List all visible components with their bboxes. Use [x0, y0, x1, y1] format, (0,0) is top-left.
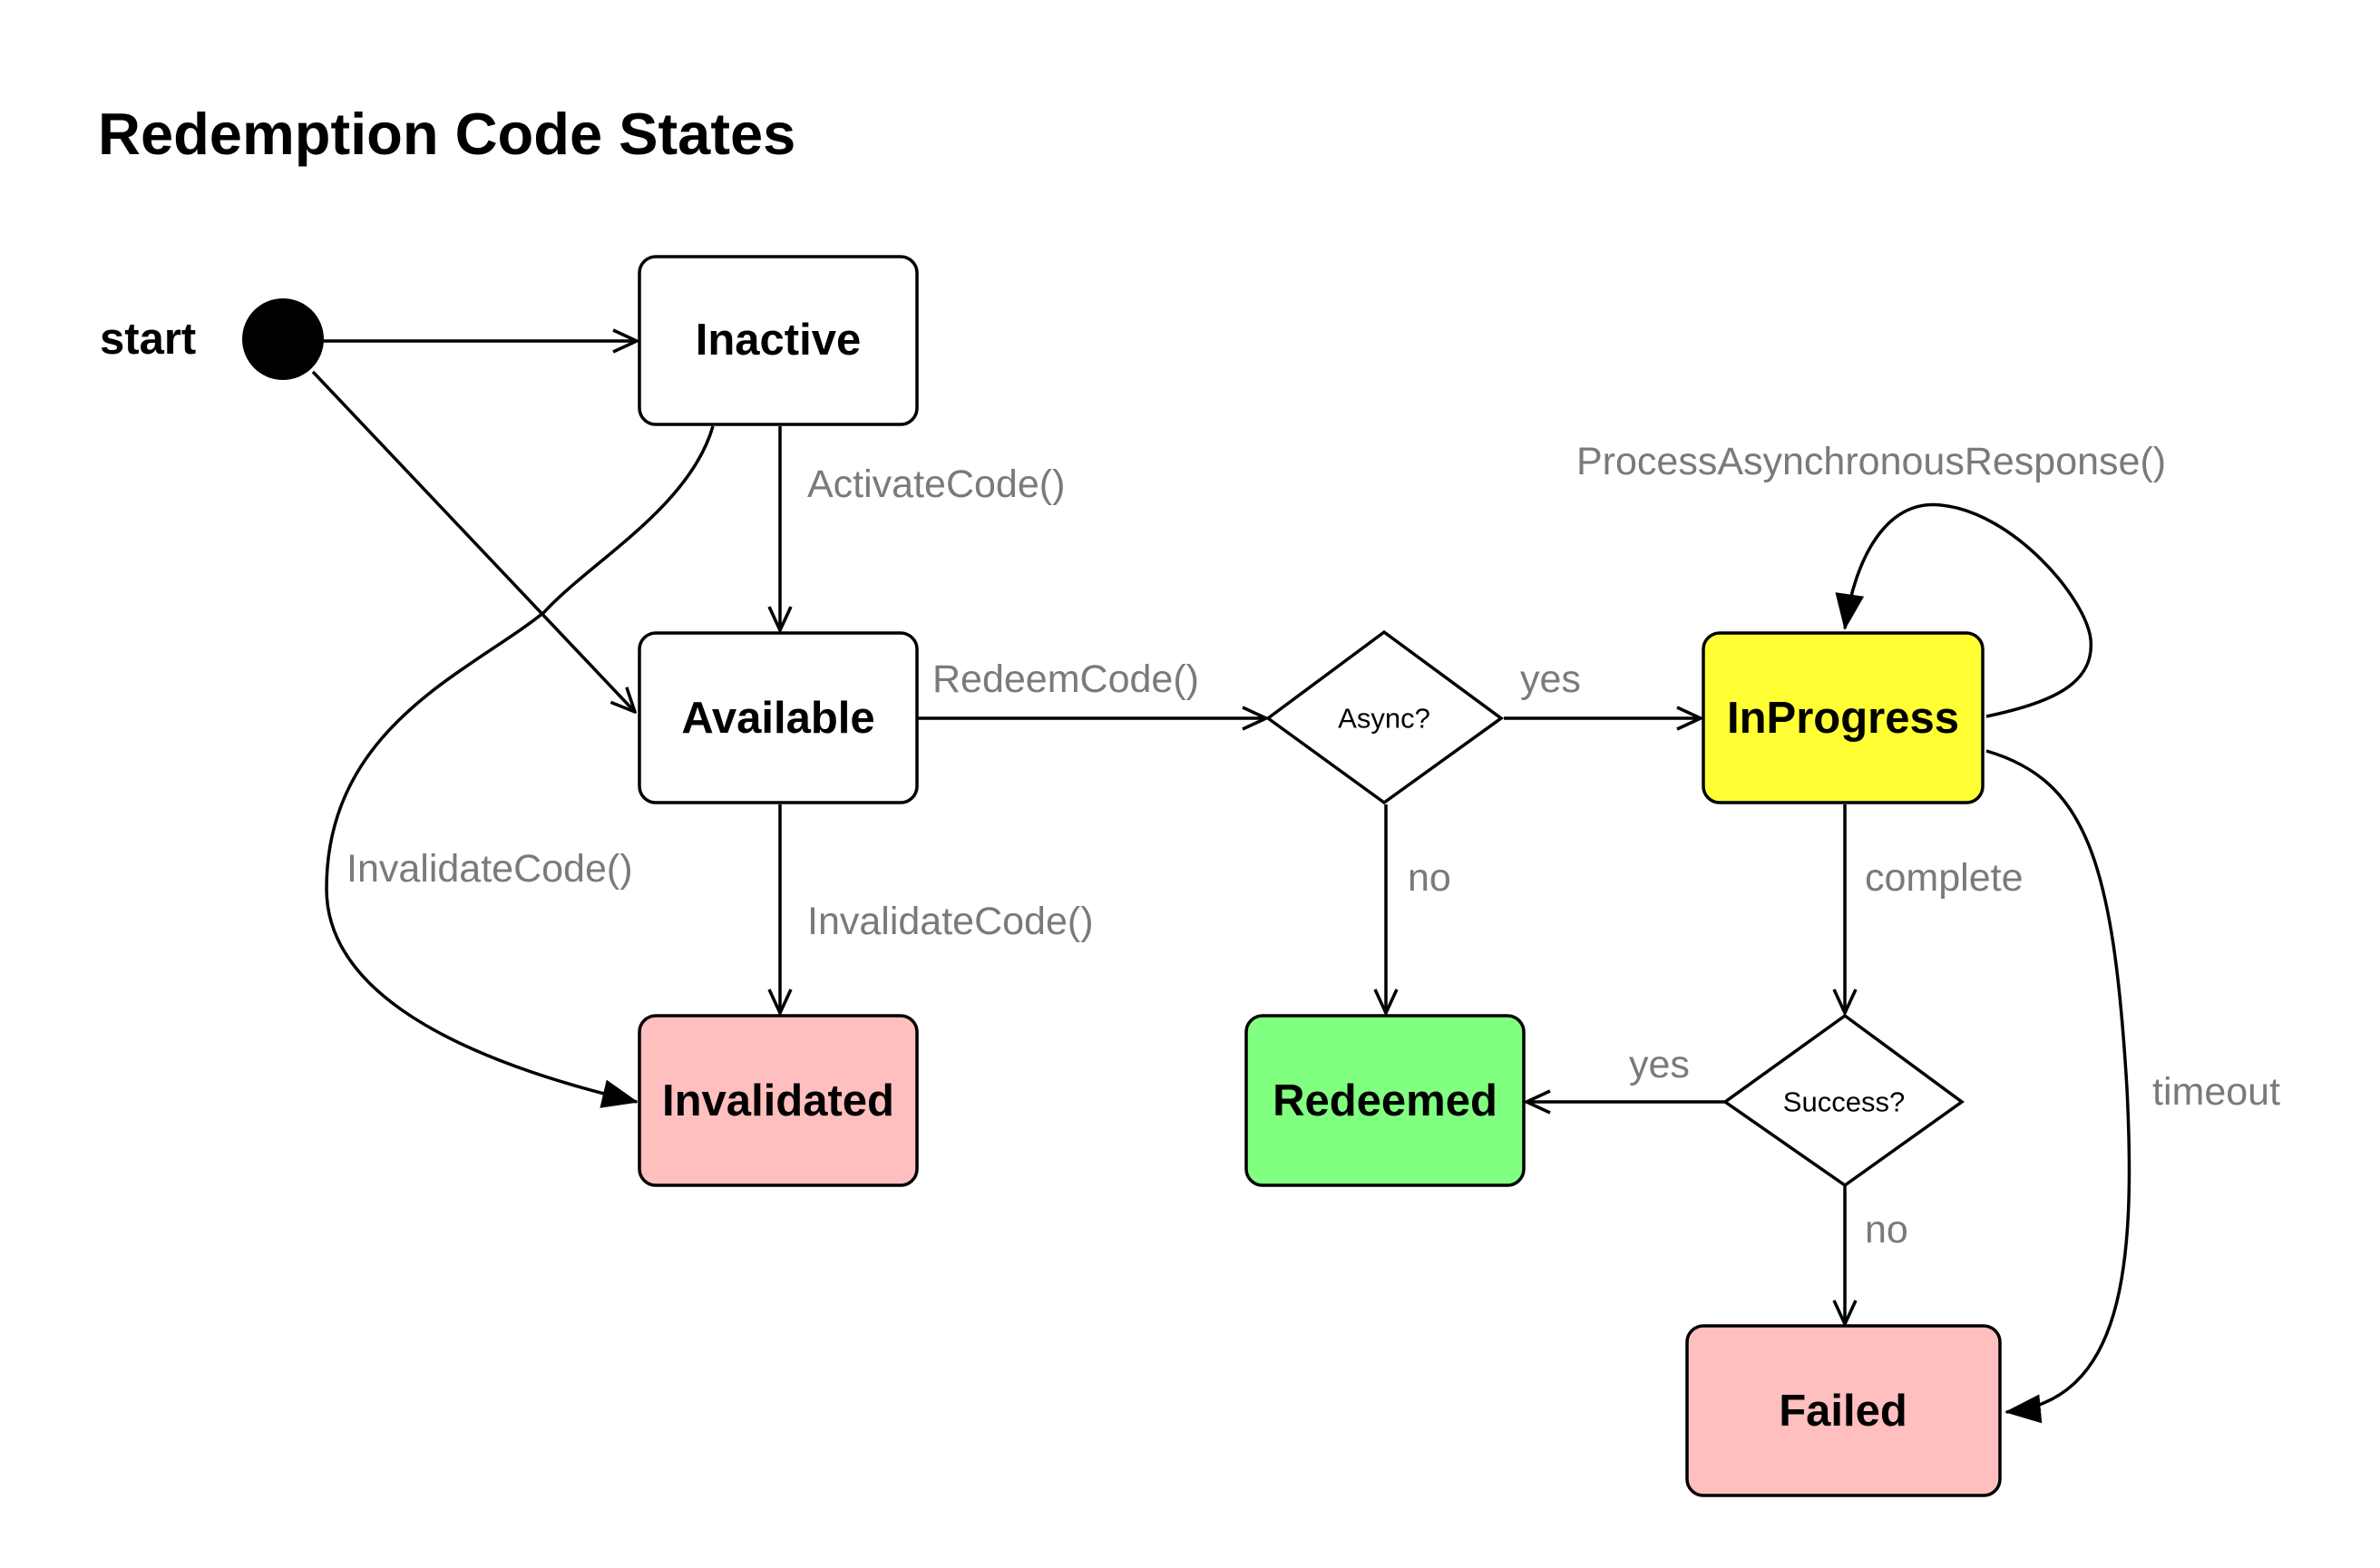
decision-success-diamond: [1722, 1013, 1965, 1188]
edge-label-success-yes: yes: [1629, 1043, 1690, 1086]
edge-label-async-no: no: [1408, 856, 1451, 900]
state-inprogress-label: InProgress: [1727, 694, 1959, 743]
decision-async: Async?: [1265, 629, 1504, 805]
start-label: start: [100, 315, 196, 364]
state-inactive-box: [638, 255, 919, 426]
state-available-label: Available: [681, 694, 874, 743]
edge-label-process-async: ProcessAsynchronousResponse(): [1576, 440, 2166, 483]
edge-label-activate: ActivateCode(): [807, 463, 1065, 506]
edge-label-invalidate-inactive: InvalidateCode(): [346, 847, 633, 891]
diagram-title: Redemption Code States: [98, 101, 795, 167]
state-inprogress: InProgress: [1702, 631, 1985, 804]
edge-label-invalidate-available: InvalidateCode(): [807, 900, 1094, 943]
state-failed: Failed: [1685, 1324, 2002, 1497]
state-inprogress-box: [1702, 631, 1985, 804]
decision-async-diamond: [1265, 629, 1504, 805]
state-failed-label: Failed: [1779, 1387, 1907, 1436]
edge-label-async-yes: yes: [1520, 657, 1581, 701]
edge-label-redeem: RedeemCode(): [932, 657, 1199, 701]
state-available-box: [638, 631, 919, 804]
state-invalidated-label: Invalidated: [662, 1076, 894, 1125]
edge-start-to-available: [311, 370, 635, 712]
state-invalidated: Invalidated: [638, 1014, 919, 1187]
decision-success: Success?: [1722, 1013, 1965, 1188]
edge-inprogress-self-loop: [1835, 502, 2092, 718]
state-inactive: Inactive: [638, 255, 919, 426]
state-inactive-label: Inactive: [696, 316, 861, 365]
state-invalidated-box: [638, 1014, 919, 1187]
edge-inactive-to-invalidated: [325, 425, 715, 1108]
decision-async-label: Async?: [1338, 703, 1430, 735]
state-available: Available: [638, 631, 919, 804]
state-redeemed-label: Redeemed: [1273, 1076, 1497, 1125]
state-redeemed: Redeemed: [1244, 1014, 1526, 1187]
start-node: [242, 298, 324, 380]
edge-label-complete: complete: [1865, 856, 2023, 900]
edge-inprogress-to-failed: [1985, 749, 2131, 1424]
edge-label-timeout: timeout: [2152, 1070, 2280, 1114]
state-failed-box: [1685, 1324, 2002, 1497]
state-redeemed-box: [1244, 1014, 1526, 1187]
edge-label-success-no: no: [1865, 1208, 1908, 1251]
decision-success-label: Success?: [1783, 1086, 1905, 1118]
